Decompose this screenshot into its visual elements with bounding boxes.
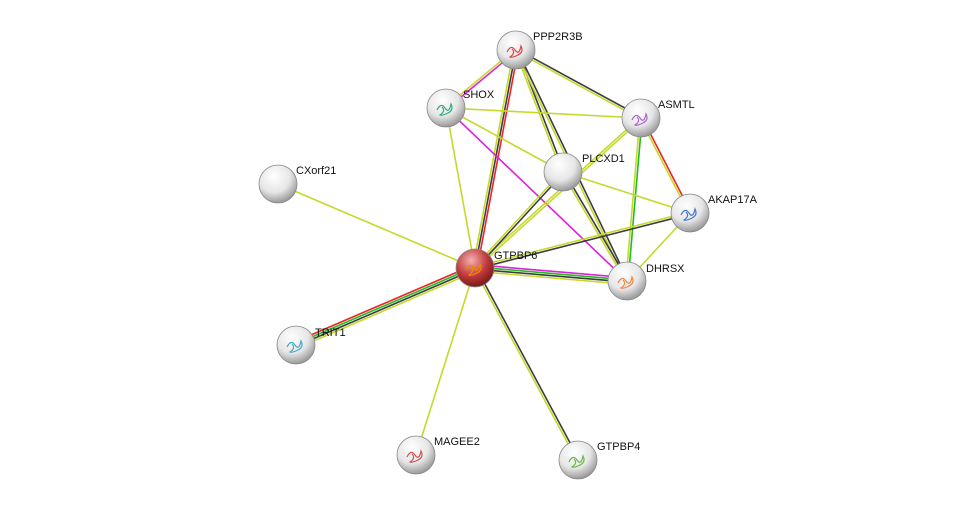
edge-AKAP17A-GTPBP6-dark[interactable] [475, 213, 691, 270]
node-SHOX[interactable] [426, 88, 466, 128]
protein-structure-icon [436, 102, 453, 116]
node-bubble[interactable] [621, 98, 661, 138]
edge-PPP2R3B-ASMTL-dark[interactable] [516, 48, 642, 118]
node-label: TRIT1 [315, 327, 346, 339]
edge-ASMTL-GTPBP6-yg[interactable] [475, 118, 643, 270]
edge-GTPBP6-DHRSX-green[interactable] [475, 266, 628, 281]
node-MAGEE2[interactable] [396, 435, 436, 475]
protein-structure-icon [680, 207, 697, 221]
edge-GTPBP6-TRIT1-red[interactable] [294, 264, 475, 343]
edge-GTPBP6-DHRSX-magenta[interactable] [475, 263, 628, 279]
node-label: GTPBP4 [597, 441, 641, 453]
edge-GTPBP6-GTPBP4-yg[interactable] [473, 268, 578, 461]
node-bubble[interactable] [558, 440, 598, 480]
node-CXorf21[interactable] [258, 164, 298, 204]
protein-structure-icon [286, 339, 303, 353]
edge-GTPBP6-TRIT1-green[interactable] [295, 266, 475, 345]
node-label: CXorf21 [296, 165, 337, 177]
node-TRIT1[interactable] [276, 325, 316, 365]
node-label: GTPBP6 [494, 250, 538, 262]
edge-PLCXD1-DHRSX-dark[interactable] [563, 171, 629, 281]
edge-ASMTL-GTPBP6-yg[interactable] [473, 116, 641, 268]
node-bubble[interactable] [607, 261, 647, 301]
node-bubble[interactable] [670, 193, 710, 233]
edge-PLCXD1-AKAP17A-yg[interactable] [562, 171, 691, 214]
protein-structure-icon [631, 112, 648, 126]
node-bubble[interactable] [496, 30, 536, 70]
protein-structure-icon [406, 449, 423, 463]
node-label: AKAP17A [708, 194, 757, 206]
node-bubble[interactable] [455, 248, 495, 288]
edge-GTPBP6-TRIT1-yg[interactable] [296, 270, 477, 349]
node-label: PLCXD1 [582, 153, 625, 165]
edge-ASMTL-DHRSX-yg[interactable] [625, 117, 641, 281]
node-GTPBP4[interactable] [558, 440, 598, 480]
edge-PPP2R3B-GTPBP6-red[interactable] [476, 50, 519, 269]
edge-PLCXD1-DHRSX-yg[interactable] [561, 172, 627, 282]
node-AKAP17A[interactable] [670, 193, 710, 233]
node-bubble[interactable] [276, 325, 316, 365]
edge-PLCXD1-GTPBP6-yg[interactable] [473, 170, 563, 268]
edge-GTPBP6-DHRSX-yg[interactable] [474, 270, 627, 286]
node-ASMTL[interactable] [621, 98, 661, 138]
protein-structure-icon [465, 262, 482, 276]
edge-GTPBP6-GTPBP4-dark[interactable] [475, 267, 580, 460]
node-bubble[interactable] [258, 164, 298, 204]
node-label: ASMTL [658, 99, 695, 111]
node-bubble[interactable] [426, 88, 466, 128]
edge-GTPBP6-MAGEE2-yg[interactable] [415, 267, 476, 456]
node-GTPBP6[interactable] [455, 248, 495, 288]
node-PLCXD1[interactable] [543, 152, 583, 192]
node-DHRSX[interactable] [607, 261, 647, 301]
edge-SHOX-DHRSX-magenta[interactable] [445, 107, 628, 282]
node-bubble[interactable] [396, 435, 436, 475]
node-bubble[interactable] [543, 152, 583, 192]
edge-GTPBP6-CXorf21-yg[interactable] [277, 183, 476, 269]
edge-SHOX-ASMTL-yg[interactable] [445, 107, 642, 119]
edge-SHOX-GTPBP6-yg[interactable] [445, 107, 476, 269]
protein-structure-icon [568, 454, 585, 468]
protein-structure-icon [617, 275, 634, 289]
edge-GTPBP6-TRIT1-dark[interactable] [296, 268, 476, 347]
edge-PPP2R3B-PLCXD1-yg[interactable] [514, 50, 563, 173]
edge-PPP2R3B-GTPBP6-yg[interactable] [472, 49, 515, 268]
node-label: PPP2R3B [533, 31, 583, 43]
edge-PPP2R3B-GTPBP6-dark[interactable] [474, 49, 517, 269]
edge-PLCXD1-GTPBP6-dark[interactable] [475, 172, 565, 270]
node-PPP2R3B[interactable] [496, 30, 536, 70]
node-label: MAGEE2 [434, 436, 480, 448]
node-label: SHOX [463, 89, 495, 101]
edge-SHOX-PLCXD1-yg[interactable] [445, 107, 564, 173]
edge-ASMTL-DHRSX-green[interactable] [627, 118, 643, 282]
edge-GTPBP6-DHRSX-dark[interactable] [474, 268, 627, 283]
edge-AKAP17A-GTPBP6-yg[interactable] [474, 211, 690, 268]
node-label: DHRSX [646, 263, 685, 275]
protein-structure-icon [506, 44, 523, 58]
edge-PPP2R3B-ASMTL-yg[interactable] [515, 50, 641, 120]
